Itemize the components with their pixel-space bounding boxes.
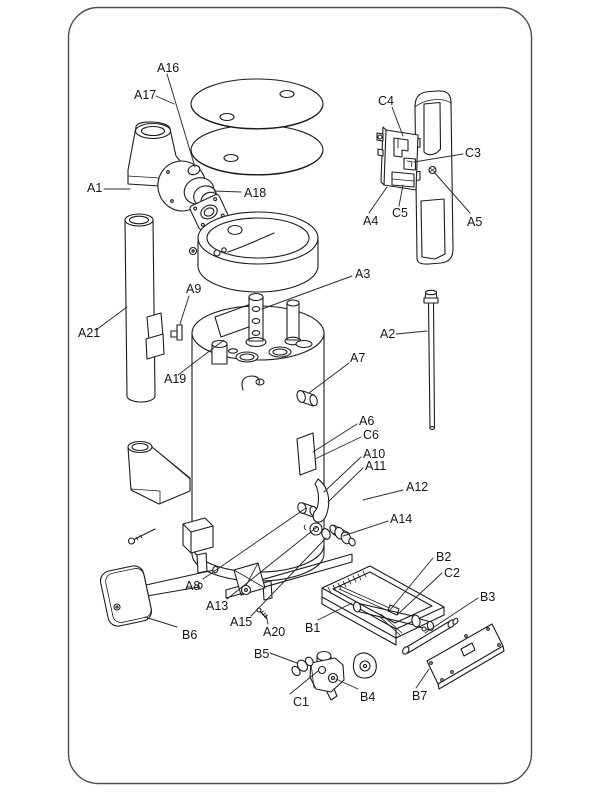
part-label-a9: A9 xyxy=(186,282,201,296)
leader-line-a20 xyxy=(265,614,269,625)
leader-line-a15 xyxy=(250,537,327,617)
leader-line-a4 xyxy=(368,186,388,214)
part-label-b5: B5 xyxy=(254,647,269,661)
leader-line-b4 xyxy=(335,678,359,690)
leader-line-a14 xyxy=(342,520,389,537)
part-label-a7: A7 xyxy=(350,351,365,365)
access-panel xyxy=(426,623,505,690)
drain-valve-a14 xyxy=(329,524,356,547)
component-c4 xyxy=(393,137,409,158)
leader-line-a7 xyxy=(308,362,350,394)
part-label-a11: A11 xyxy=(365,459,386,473)
part-label-c3: C3 xyxy=(465,146,481,160)
leader-line-c4 xyxy=(391,106,404,137)
tank-top-fittings xyxy=(211,292,313,391)
base-legs xyxy=(182,517,353,601)
rating-label xyxy=(296,432,317,476)
part-label-a17: A17 xyxy=(134,88,156,102)
leader-line-a5 xyxy=(433,171,471,214)
leader-line-a6 xyxy=(312,423,358,453)
leader-line-b1 xyxy=(317,602,353,621)
flue-collar-assembly xyxy=(157,160,229,231)
part-label-a16: A16 xyxy=(157,61,179,75)
part-label-c4: C4 xyxy=(378,94,394,108)
pilot-fitting xyxy=(291,656,314,677)
side-nipple xyxy=(296,390,318,407)
component-c5 xyxy=(391,171,415,188)
burner-shield xyxy=(352,652,377,679)
part-label-b7: B7 xyxy=(412,689,427,703)
leader-line-c1 xyxy=(289,670,319,695)
leader-line-a10 xyxy=(323,456,362,493)
control-board xyxy=(376,126,437,191)
trim-ring xyxy=(188,211,319,293)
part-label-a1: A1 xyxy=(87,181,102,195)
leader-line-a13 xyxy=(226,526,318,600)
leader-line-a12 xyxy=(362,489,404,501)
anode-rod xyxy=(423,289,439,430)
part-label-a12: A12 xyxy=(406,480,428,494)
leader-line-a11 xyxy=(327,467,364,503)
part-label-a2: A2 xyxy=(380,327,395,341)
bolt-a9 xyxy=(170,324,183,341)
leader-line-b7 xyxy=(415,668,430,689)
part-label-b1: B1 xyxy=(305,621,320,635)
control-cover xyxy=(413,90,454,265)
leader-line-a16 xyxy=(166,73,196,168)
cover-plate xyxy=(99,528,219,627)
mounting-rod xyxy=(402,617,459,655)
part-label-a18: A18 xyxy=(244,186,266,200)
part-label-a13: A13 xyxy=(206,599,228,613)
leader-line-a18 xyxy=(213,190,242,193)
drain-parts xyxy=(297,478,356,547)
top-cover-discs xyxy=(190,78,324,176)
part-label-a21: A21 xyxy=(78,326,100,340)
part-label-a5: A5 xyxy=(467,215,482,229)
burner-tube-c2 xyxy=(352,601,435,631)
bracket-a10-a11 xyxy=(312,478,330,523)
leader-line-a3 xyxy=(261,275,353,310)
part-label-a8: A8 xyxy=(185,579,200,593)
leader-line-c2 xyxy=(396,572,443,616)
part-label-c1: C1 xyxy=(293,695,309,709)
part-label-c2: C2 xyxy=(444,566,460,580)
leader-line-b6 xyxy=(144,616,178,628)
leader-line-a9 xyxy=(179,295,190,325)
part-label-b6: B6 xyxy=(182,628,197,642)
leader-line-c6 xyxy=(314,436,362,460)
part-label-b3: B3 xyxy=(480,590,495,604)
part-label-a6: A6 xyxy=(359,414,374,428)
cone-a15 xyxy=(321,528,331,540)
leader-line-c3 xyxy=(413,153,464,163)
leader-line-a8 xyxy=(202,507,307,580)
nipple-a8 xyxy=(297,502,307,514)
deflector-funnel xyxy=(127,440,191,505)
leader-line-b5 xyxy=(269,652,298,664)
part-label-a3: A3 xyxy=(355,267,370,281)
leader-line-b2 xyxy=(389,557,434,611)
part-label-b4: B4 xyxy=(360,690,375,704)
leader-line-a17 xyxy=(155,95,175,105)
part-label-a10: A10 xyxy=(363,447,385,461)
component-c3 xyxy=(403,157,417,171)
part-label-a19: A19 xyxy=(164,372,186,386)
leader-line-a21 xyxy=(95,306,128,331)
grommet-a13 xyxy=(309,522,323,536)
part-label-a4: A4 xyxy=(363,214,378,228)
part-label-a14: A14 xyxy=(390,512,412,526)
part-label-b2: B2 xyxy=(436,550,451,564)
burner-tray xyxy=(321,565,445,646)
vent-pipe xyxy=(124,213,165,403)
leader-line-b3 xyxy=(424,597,479,634)
part-label-a20: A20 xyxy=(263,625,285,639)
leader-line-a2 xyxy=(395,330,428,335)
leader-line-a19 xyxy=(177,339,225,376)
part-label-c5: C5 xyxy=(392,206,408,220)
part-label-a15: A15 xyxy=(230,615,252,629)
part-label-c6: C6 xyxy=(363,428,379,442)
leader-line-c5 xyxy=(398,184,404,207)
